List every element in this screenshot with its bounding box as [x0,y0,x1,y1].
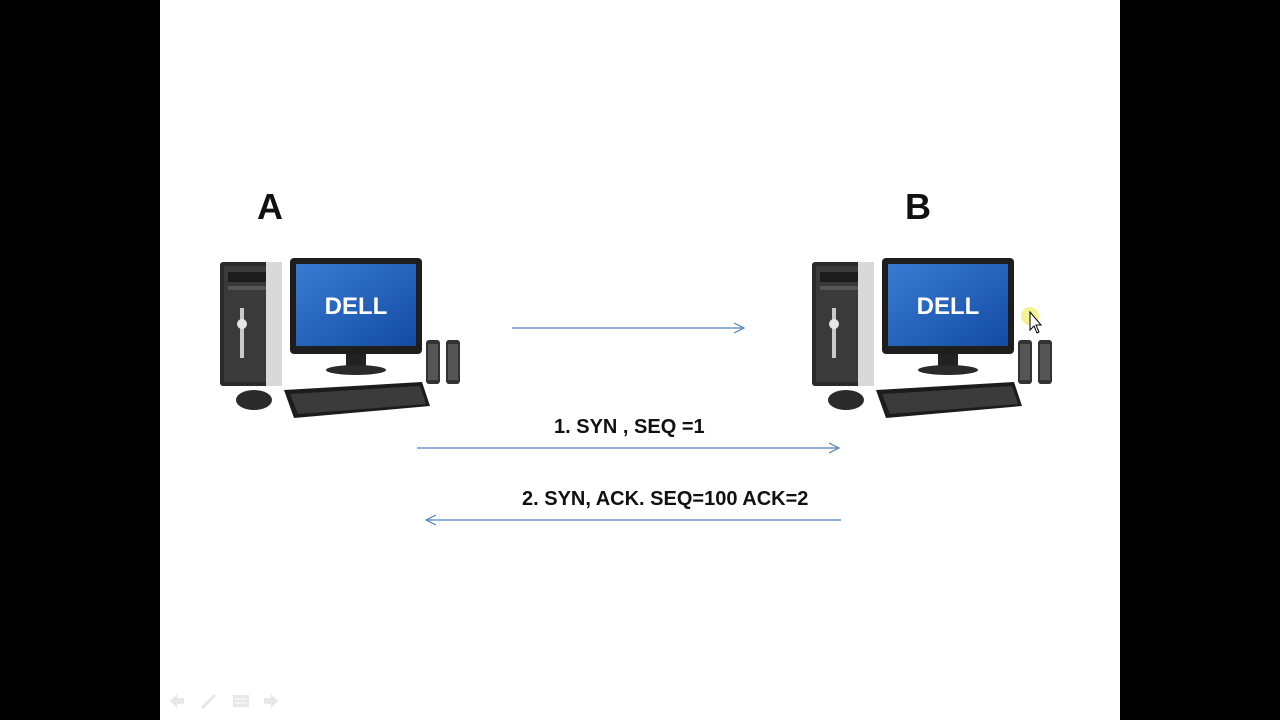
host-a-label: A [257,186,283,228]
dell-logo-b: DELL [917,293,980,320]
menu-icon[interactable] [230,690,252,712]
pen-icon[interactable] [198,690,220,712]
next-arrow-icon[interactable] [260,690,282,712]
mouse-cursor-icon [1020,306,1044,336]
host-b-label: B [905,186,931,228]
syn-message-label: 1. SYN , SEQ =1 [554,416,705,439]
dell-logo-a: DELL [325,293,388,320]
computer-b-image: DELL [806,254,1066,424]
prev-arrow-icon[interactable] [166,690,188,712]
syn-ack-message-label: 2. SYN, ACK. SEQ=100 ACK=2 [522,488,808,511]
slideshow-nav [166,690,286,714]
computer-a-image: DELL [214,254,474,424]
